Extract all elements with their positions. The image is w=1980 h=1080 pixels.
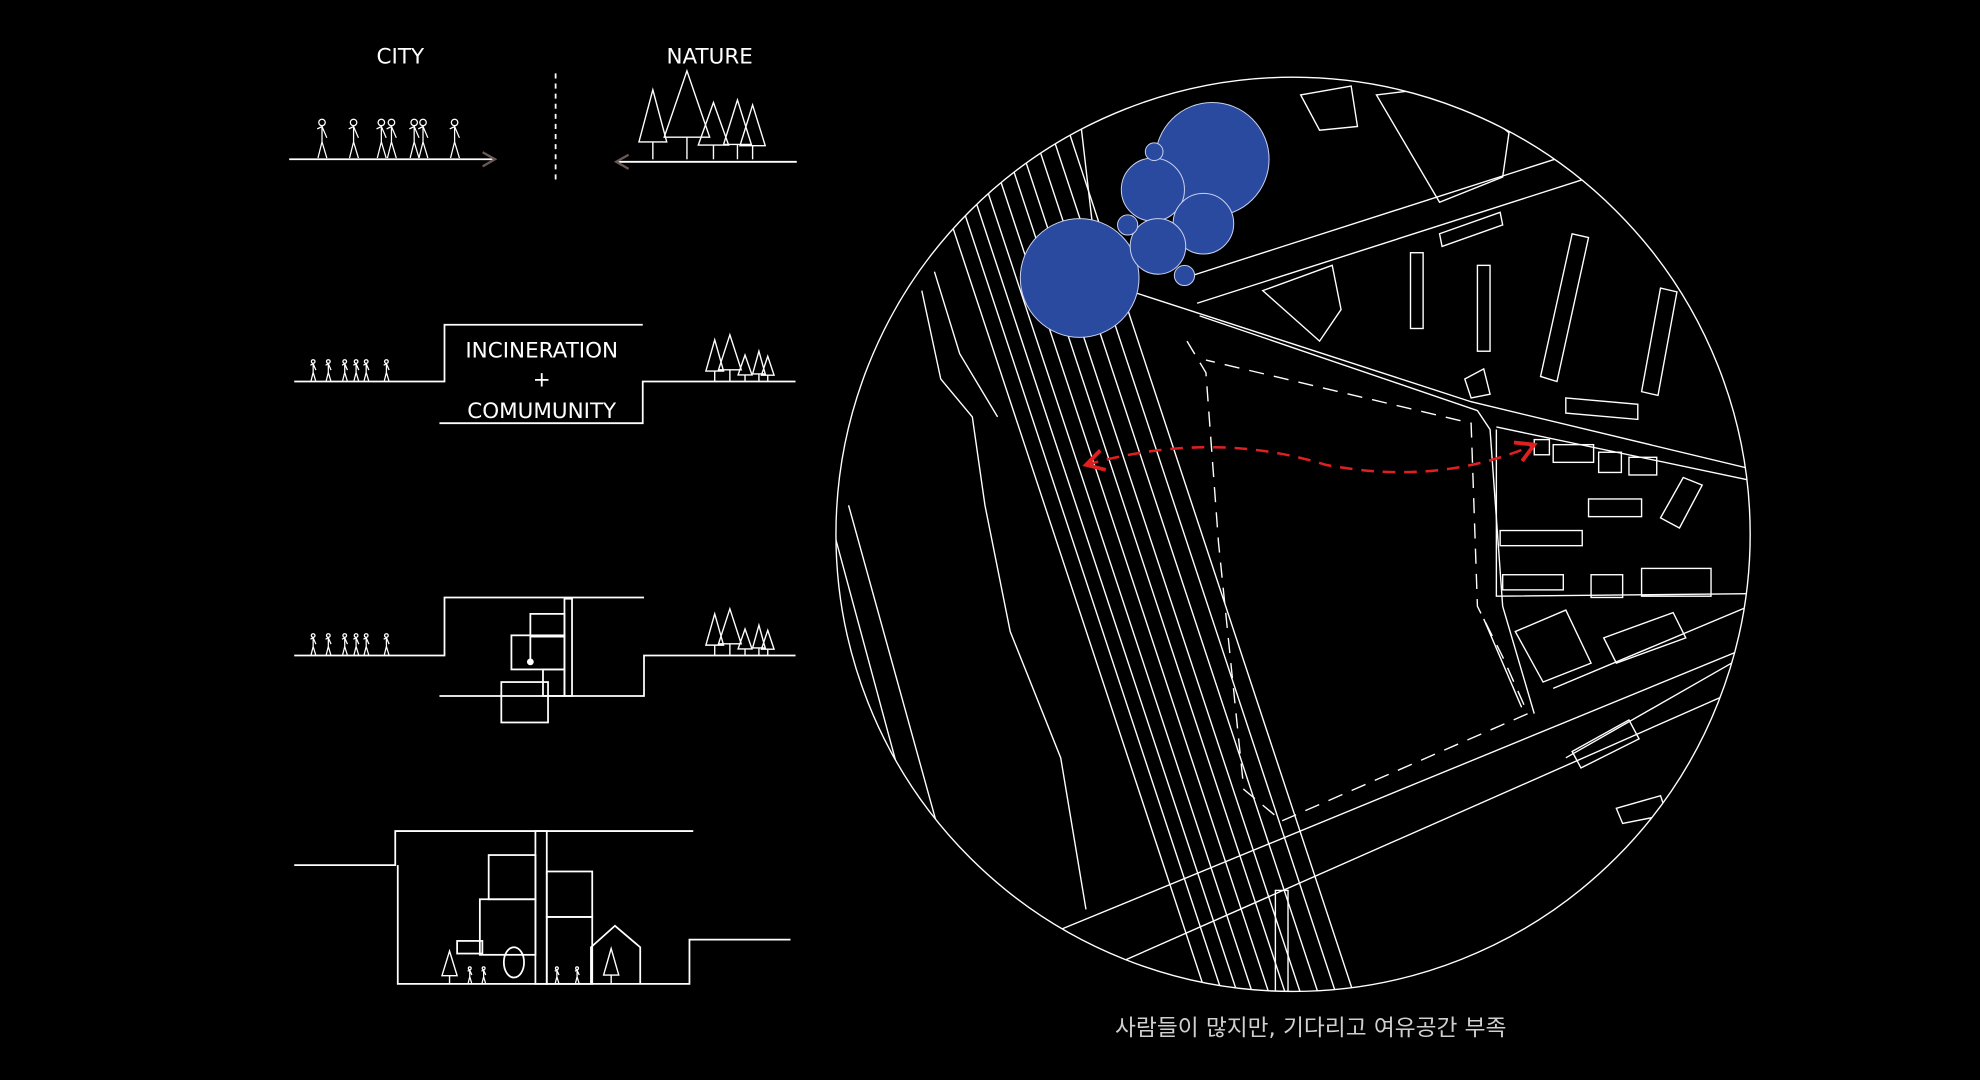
panel-incineration-community: INCINERATION + COMUMUNITY	[294, 323, 796, 425]
section-upper-line	[294, 596, 645, 657]
tree-icon	[441, 948, 459, 984]
person-icon	[383, 633, 390, 656]
site-boundary-dashed	[1186, 340, 1529, 822]
tree-icon	[717, 332, 743, 382]
tree-icon	[722, 97, 753, 160]
incineration-label: INCINERATION	[465, 339, 618, 364]
person-icon	[574, 966, 580, 985]
person-icon	[363, 633, 370, 656]
tree-icon	[751, 348, 767, 382]
person-icon	[310, 359, 317, 382]
crowd-highlight-circles	[1019, 101, 1270, 338]
rail-line	[1001, 77, 1333, 992]
people-group-icon	[310, 633, 390, 656]
person-icon	[353, 359, 360, 382]
tree-icon	[602, 945, 620, 984]
crowd-circle	[1173, 264, 1196, 287]
section-upper-line	[294, 323, 643, 383]
rail-line	[936, 77, 1268, 992]
section-upper-line	[294, 830, 694, 867]
person-icon	[449, 118, 461, 159]
rail-line	[952, 77, 1284, 992]
person-icon	[409, 118, 420, 159]
person-icon	[325, 359, 332, 382]
connection-arrow	[1082, 440, 1538, 474]
rail-line	[984, 77, 1316, 992]
person-icon	[316, 118, 328, 159]
people-group-icon	[467, 966, 580, 985]
community-label: COMUMUNITY	[467, 399, 617, 424]
panel-section-final	[294, 830, 791, 985]
buildings	[1261, 85, 1712, 992]
map-boundary-circle	[835, 76, 1751, 993]
trees-group-icon	[704, 606, 776, 656]
tree-icon	[760, 628, 776, 656]
person-icon	[417, 118, 429, 159]
person-icon	[554, 966, 560, 985]
person-icon	[310, 633, 317, 656]
tree-icon	[739, 102, 767, 160]
map-caption: 사람들이 많지만, 기다리고 여유공간 부족	[1115, 1016, 1506, 1042]
crowd-circle	[1120, 157, 1185, 222]
crowd-circle	[1129, 218, 1187, 275]
person-icon	[348, 118, 360, 159]
tree-icon	[704, 337, 725, 382]
crowd-circle	[1117, 214, 1139, 236]
rail-line	[1019, 77, 1351, 992]
tree-icon	[737, 626, 753, 656]
person-icon	[353, 633, 360, 656]
nature-label: NATURE	[667, 44, 753, 69]
rail-line	[1037, 77, 1369, 992]
tree-icon	[717, 606, 743, 656]
tree-icon	[663, 68, 711, 160]
section-lower-line	[439, 380, 796, 425]
crowd-circle	[1019, 218, 1140, 338]
building-blocks	[500, 597, 573, 724]
panel-city-nature: CITY NATURE	[289, 44, 797, 180]
section-lower-line	[396, 865, 791, 985]
person-icon	[386, 118, 397, 159]
city-label: CITY	[377, 44, 425, 69]
plus-label: +	[533, 368, 551, 393]
tree-icon	[697, 100, 730, 160]
section-lower-line	[439, 654, 796, 697]
person-icon	[363, 359, 370, 382]
tree-icon	[751, 622, 767, 656]
person-icon	[467, 966, 473, 985]
person-icon	[341, 633, 349, 656]
crowd-circle	[1144, 142, 1164, 162]
tree-icon	[638, 87, 668, 160]
person-icon	[383, 359, 390, 382]
site-map: 사람들이 많지만, 기다리고 여유공간 부족	[835, 76, 1751, 1042]
tree-icon	[704, 611, 725, 656]
person-icon	[325, 633, 332, 656]
tree-icon	[760, 354, 776, 382]
people-group-icon	[316, 118, 461, 159]
roads	[835, 113, 1751, 992]
trees-group-icon	[704, 332, 776, 382]
tree-icon	[737, 352, 753, 382]
panel-section-building	[294, 596, 796, 724]
trees-group-icon	[638, 68, 767, 160]
person-icon	[341, 359, 349, 382]
person-icon	[481, 966, 487, 985]
people-group-icon	[310, 359, 390, 382]
trees-group-icon	[441, 945, 620, 984]
rail-line	[969, 77, 1301, 992]
person-icon	[376, 118, 387, 159]
building-blocks	[456, 830, 642, 985]
